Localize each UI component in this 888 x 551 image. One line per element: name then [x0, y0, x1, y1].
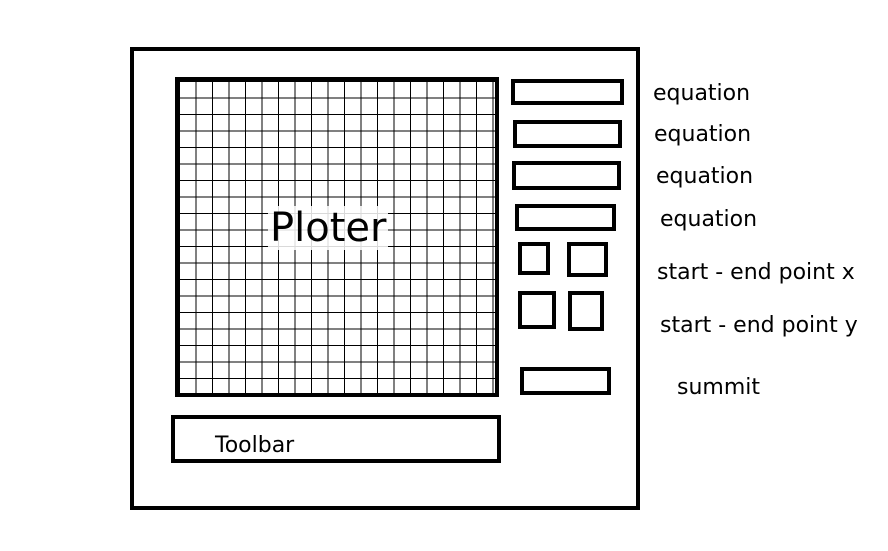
start-x-input[interactable] — [518, 242, 550, 275]
equation-label-2: equation — [654, 122, 752, 147]
end-y-input[interactable] — [568, 291, 604, 331]
equation-input-4[interactable] — [515, 204, 616, 231]
submit-label: summit — [677, 375, 761, 400]
equation-input-1[interactable] — [511, 79, 624, 105]
toolbar-label: Toolbar — [215, 433, 295, 458]
plotter-canvas[interactable]: Ploter — [175, 77, 499, 397]
equation-label-3: equation — [656, 164, 754, 189]
equation-label-1: equation — [653, 81, 751, 106]
toolbar[interactable]: Toolbar — [171, 415, 501, 463]
equation-input-3[interactable] — [512, 161, 621, 190]
plotter-label: Ploter — [268, 205, 389, 251]
start-y-input[interactable] — [518, 291, 556, 329]
range-x-label: start - end point x — [657, 260, 855, 285]
equation-input-2[interactable] — [513, 120, 622, 148]
end-x-input[interactable] — [567, 242, 608, 277]
equation-label-4: equation — [660, 207, 758, 232]
submit-button[interactable] — [520, 367, 611, 395]
app-window-frame — [130, 47, 640, 510]
range-y-label: start - end point y — [660, 313, 858, 338]
